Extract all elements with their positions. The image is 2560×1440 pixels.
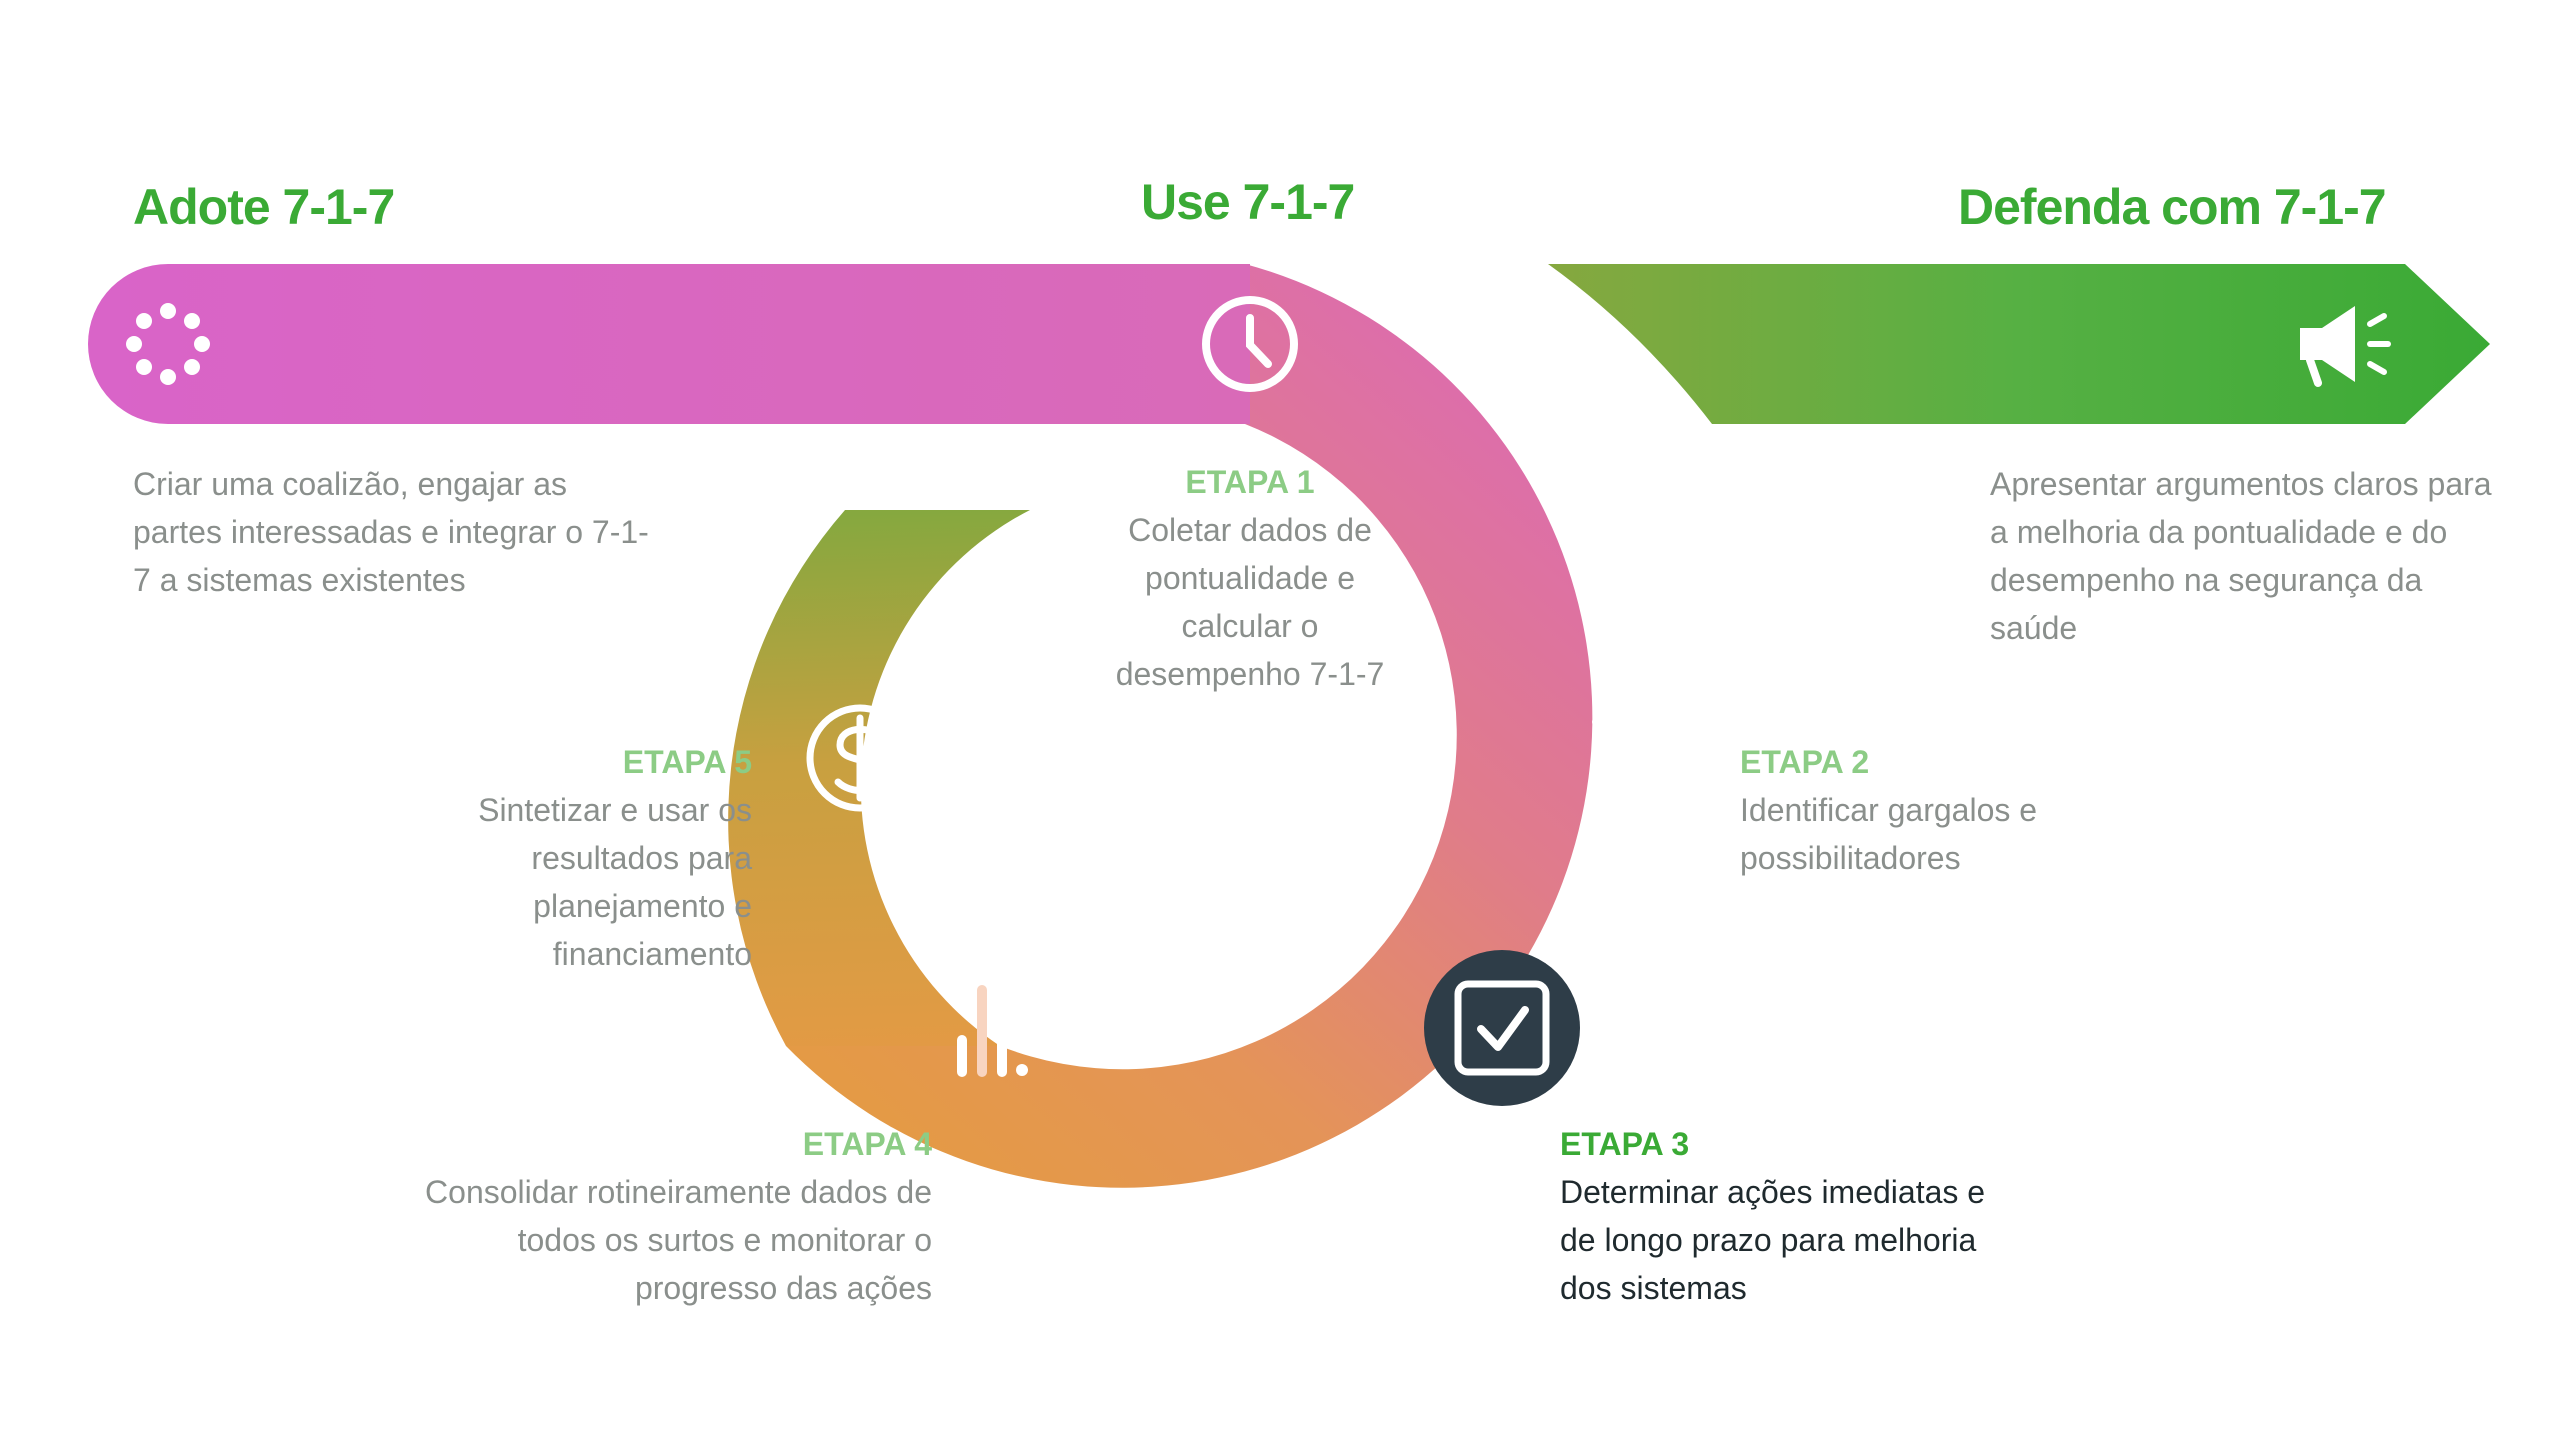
cycle-ring-main (786, 264, 1593, 1188)
use-title: Use 7-1-7 (1141, 174, 1355, 230)
step-2-text: Identificar gargalos e possibilitadores (1740, 792, 2038, 876)
step-1-label: ETAPA 1 (1185, 464, 1315, 500)
step-5: ETAPA 5 Sintetizar e usar os resultados … (420, 738, 752, 978)
step-1-text: Coletar dados de pontualidade e calcular… (1115, 512, 1385, 692)
step-1: ETAPA 1 Coletar dados de pontualidade e … (1090, 458, 1410, 698)
megaphone-icon (2300, 306, 2391, 387)
step-5-label: ETAPA 5 (622, 744, 752, 780)
dots-circle-icon (126, 303, 210, 385)
step-4: ETAPA 4 Consolidar rotineiramente dados … (400, 1120, 932, 1312)
dollar-icon (806, 704, 914, 812)
merge-arrows-icon (1592, 718, 1694, 794)
advocate-arrow (1548, 264, 2490, 424)
bar-chart-icon (957, 985, 1028, 1077)
advocate-title: Defenda com 7-1-7 (1958, 179, 2387, 235)
clock-icon (1202, 296, 1298, 392)
step-4-text: Consolidar rotineiramente dados de todos… (425, 1174, 932, 1306)
adopt-title: Adote 7-1-7 (133, 179, 395, 235)
step-5-text: Sintetizar e usar os resultados para pla… (478, 792, 752, 972)
checkbox-icon (1424, 950, 1580, 1106)
step-4-label: ETAPA 4 (802, 1126, 932, 1162)
adopt-bar (88, 264, 1250, 424)
step-3-text: Determinar ações imediatas e de longo pr… (1560, 1174, 1986, 1306)
step-2: ETAPA 2 Identificar gargalos e possibili… (1740, 738, 2070, 882)
step-2-label: ETAPA 2 (1740, 744, 1870, 780)
step-3: ETAPA 3 Determinar ações imediatas e de … (1560, 1120, 2000, 1312)
cycle-ring-left (728, 510, 1030, 1046)
step-3-label: ETAPA 3 (1560, 1126, 1690, 1162)
adopt-description: Criar uma coalizão, engajar as partes in… (133, 466, 649, 598)
advocate-description: Apresentar argumentos claros para a melh… (1990, 466, 2492, 646)
